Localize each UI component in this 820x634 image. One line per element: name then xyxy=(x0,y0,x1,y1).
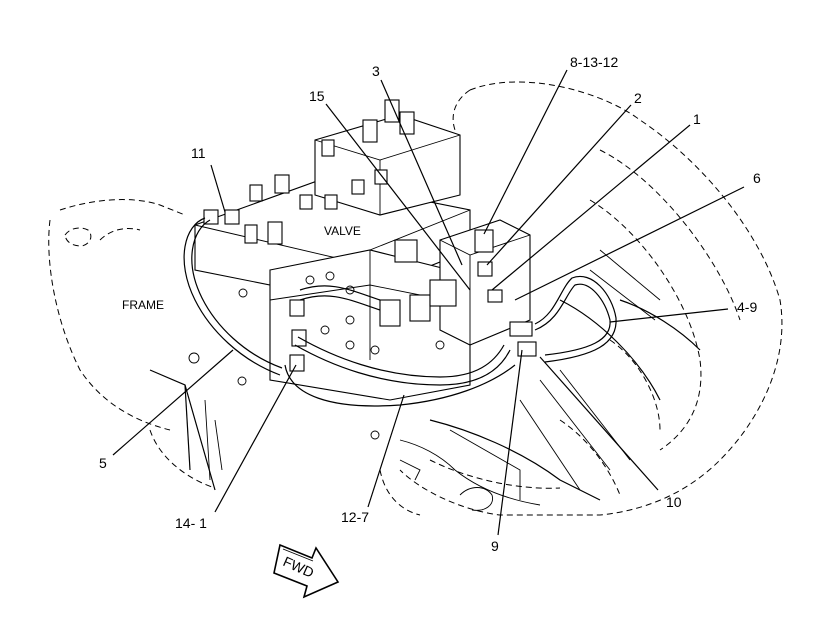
hydraulic-hoses xyxy=(183,217,617,407)
callout-3: 3 xyxy=(372,63,380,79)
callout-9: 9 xyxy=(491,538,499,554)
frame-label: FRAME xyxy=(122,298,164,312)
callout-11: 11 xyxy=(191,145,206,161)
valve-fittings xyxy=(203,99,537,372)
leader-lines xyxy=(112,69,745,536)
callout-1: 1 xyxy=(693,111,701,127)
frame-body xyxy=(149,249,701,511)
forward-arrow-icon: FWD xyxy=(273,543,340,599)
callout-4-9: 4-9 xyxy=(737,299,757,315)
valve-bank xyxy=(194,114,531,401)
callout-15: 15 xyxy=(309,88,325,104)
callout-10: 10 xyxy=(666,494,682,510)
valve-label: VALVE xyxy=(324,224,361,238)
callout-6: 6 xyxy=(753,170,761,186)
callout-12-7: 12-7 xyxy=(341,509,369,525)
callout-14-1: 14- 1 xyxy=(175,515,207,531)
callout-2: 2 xyxy=(634,90,642,106)
callout-5: 5 xyxy=(99,455,107,471)
callout-8-13-12: 8-13-12 xyxy=(570,54,618,70)
